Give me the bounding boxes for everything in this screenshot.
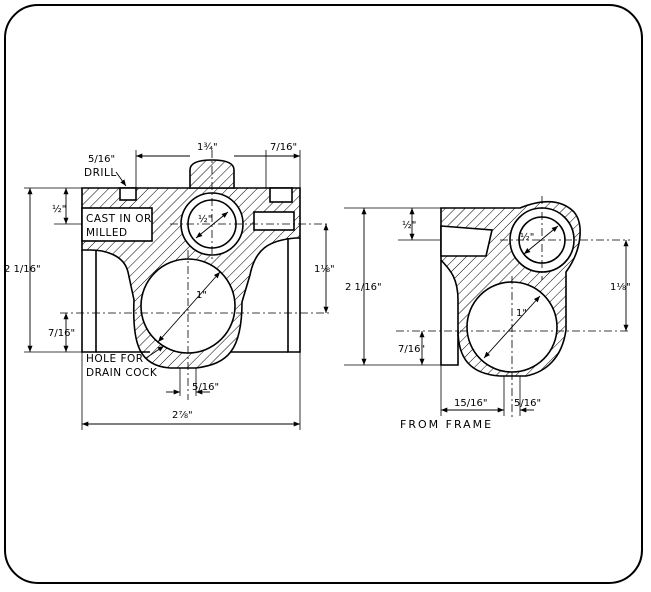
dim-left-half: ½" (52, 203, 66, 215)
front-view: 1¾" 7/16" 5/16" DRILL CAST IN OR MILLED … (4, 142, 335, 430)
side-port-channel (440, 225, 493, 257)
front-left-wall (81, 250, 97, 353)
side-dim-large-bore: 1" (516, 308, 527, 319)
cast-note-line2: MILLED (86, 227, 128, 239)
cast-in-note-box (81, 207, 153, 242)
front-right-wall (287, 238, 301, 353)
dim-right-height: 1⅛" (314, 264, 335, 275)
dim-line (157, 271, 221, 343)
side-dim-bottom-left: 15/16" (454, 398, 487, 409)
drill-leader (115, 171, 127, 187)
dim-left-height: 2 1/16" (4, 264, 41, 275)
dim-line (483, 295, 541, 359)
side-left-wall (440, 260, 459, 366)
side-dim-left-height: 2 1/16" (345, 282, 382, 293)
side-dim-bottom-right: 5/16" (514, 398, 541, 409)
dim-line (523, 225, 559, 255)
drain-note-line2: DRAIN COCK (86, 367, 158, 379)
dim-overall-width: 2⅞" (172, 410, 193, 421)
dim-large-bore: 1" (196, 290, 207, 301)
side-view-caption: FROM FRAME (400, 418, 493, 431)
dim-top-right: 7/16" (270, 142, 297, 153)
side-dim-right-height: 1⅛" (610, 282, 631, 293)
drain-leader (145, 345, 165, 359)
dim-bottom-small: 5/16" (192, 382, 219, 393)
drill-note: DRILL (84, 167, 117, 179)
dim-line (195, 211, 229, 239)
dim-drill-size: 5/16" (88, 154, 115, 165)
front-drill-hole (119, 187, 137, 201)
cast-note-line1: CAST IN OR (86, 213, 152, 225)
dim-small-bore: ½" (198, 213, 212, 225)
side-dim-top-half: ½" (402, 219, 416, 231)
side-dim-left-bottom: 7/16" (398, 344, 425, 355)
side-view: 2 1/16" ½" 7/16" 1⅛" ½" 1" 15/16" 5/16" … (344, 196, 631, 431)
front-port-top (269, 187, 293, 203)
dim-top-width: 1¾" (197, 142, 218, 153)
side-dim-small-bore: ½" (520, 231, 534, 243)
drain-note-line1: HOLE FOR (86, 353, 144, 365)
front-side-port (253, 211, 295, 231)
dim-left-bottom: 7/16" (48, 328, 75, 339)
